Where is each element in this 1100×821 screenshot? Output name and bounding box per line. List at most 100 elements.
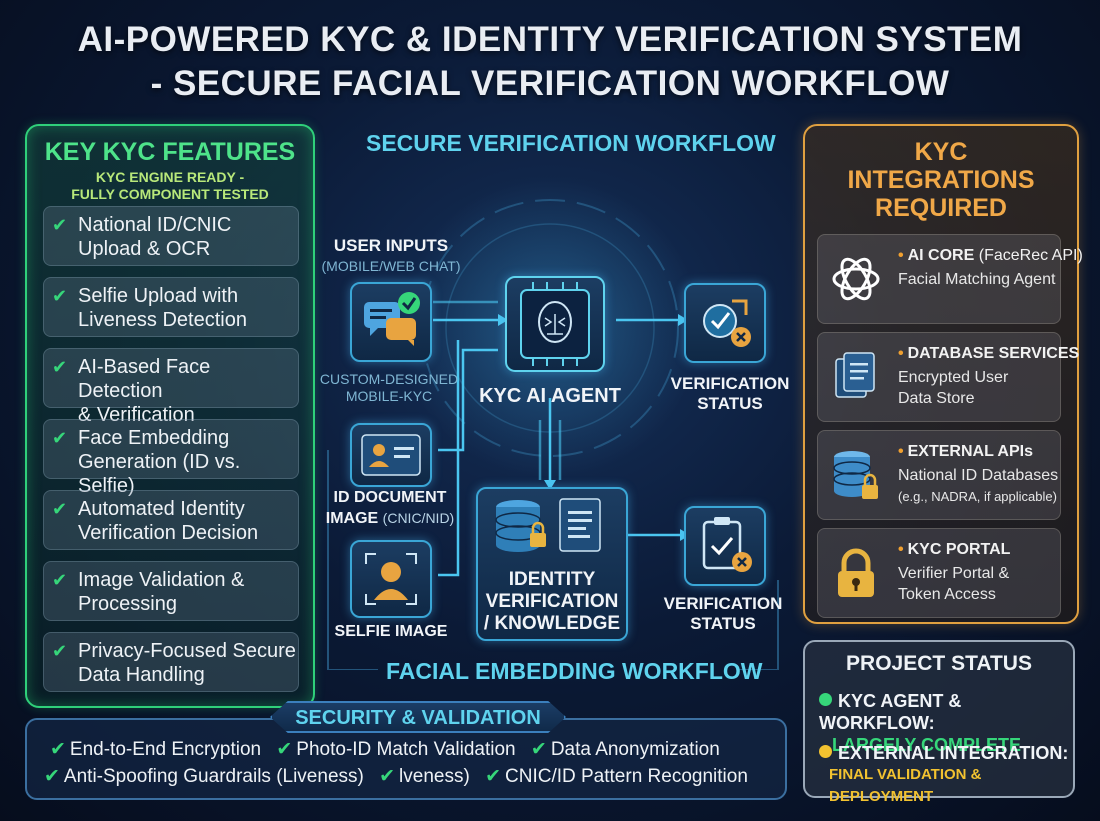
- integration-kyc-portal: •KYC PORTAL Verifier Portal & Token Acces…: [817, 528, 1061, 618]
- facial-embedding-title: FACIAL EMBEDDING WORKFLOW: [386, 658, 763, 684]
- id-label-sub: (CNIC/NID): [382, 510, 455, 526]
- feature-text: Privacy-Focused Secure: [78, 640, 296, 662]
- bullet-dot: •: [898, 443, 904, 460]
- feature-text: Upload & OCR: [78, 238, 211, 260]
- id-card-icon: [361, 434, 421, 476]
- feature-text: Verification Decision: [78, 522, 259, 544]
- bullet-dot: •: [898, 247, 904, 264]
- project-status-heading: PROJECT STATUS: [846, 652, 1032, 675]
- feature-text: & Verification: [78, 404, 195, 426]
- integration-paren: (FaceRec API): [978, 247, 1083, 264]
- id-document-box: [350, 423, 432, 487]
- status-label-line: STATUS: [690, 614, 756, 633]
- id-label-line: ID DOCUMENT: [333, 489, 447, 506]
- identity-label-line: VERIFICATION: [485, 591, 619, 612]
- verified-check-icon: [703, 299, 751, 347]
- feature-text: Automated Identity: [78, 498, 245, 520]
- chat-input-box: [350, 282, 432, 362]
- integration-desc-line: Token Access: [898, 586, 996, 603]
- integration-desc: Facial Matching Agent: [898, 271, 1056, 288]
- integration-external-apis: •EXTERNAL APIs National ID Databases(e.g…: [817, 430, 1061, 520]
- user-inputs-label: USER INPUTS: [333, 236, 449, 255]
- status-label-line: VERIFICATION: [663, 594, 783, 613]
- status-row-complete: KYC AGENT & WORKFLOW: LARGELY COMPLETE: [819, 690, 1073, 756]
- integrations-panel: KYC INTEGRATIONS REQUIRED •AI CORE (Face…: [803, 124, 1083, 624]
- security-row-2: ✔Anti-Spoofing Guardrails (Liveness) ✔lv…: [34, 765, 748, 788]
- yellow-status-dot: [819, 745, 832, 758]
- security-validation-heading: SECURITY & VALIDATION: [270, 701, 566, 733]
- feature-item: ✔Image Validation &Processing: [43, 561, 299, 621]
- arrow-agent-to-identity-side: [538, 420, 562, 480]
- documents-icon: [835, 352, 875, 398]
- status-row-value: FINAL VALIDATION & DEPLOYMENT: [829, 766, 982, 805]
- feature-text: AI-Based Face Detection: [78, 356, 211, 402]
- security-item: Data Anonymization: [550, 739, 720, 760]
- status-row-label: EXTERNAL INTEGRATION:: [838, 743, 1069, 763]
- padlock-icon: [838, 548, 874, 597]
- integrations-heading-line: INTEGRATIONS: [847, 166, 1035, 194]
- check-icon: ✔: [52, 570, 68, 591]
- check-icon: ✔: [50, 739, 66, 760]
- title-line-1: AI-POWERED KYC & IDENTITY VERIFICATION S…: [77, 20, 1023, 59]
- bullet-dot: •: [898, 541, 904, 558]
- features-heading: KEY KYC FEATURES: [44, 138, 296, 166]
- features-sub-line-1: KYC ENGINE READY -: [95, 169, 245, 185]
- status-row-value: LARGELY COMPLETE: [832, 735, 1022, 755]
- check-icon: ✔: [485, 766, 501, 787]
- security-item: Photo-ID Match Validation: [296, 739, 516, 760]
- database-document-icon: [495, 498, 601, 552]
- feature-text: Data Handling: [78, 664, 205, 686]
- security-row-1: ✔End-to-End Encryption ✔Photo-ID Match V…: [40, 738, 720, 761]
- integration-desc-line: Data Store: [898, 390, 975, 407]
- arrow-selfie-to-agent: [438, 340, 460, 577]
- integration-name: DATABASE SERVICES: [907, 345, 1080, 362]
- id-document-label: ID DOCUMENT IMAGE (CNIC/NID): [322, 488, 458, 529]
- openai-icon: [832, 257, 880, 301]
- check-icon: ✔: [44, 766, 60, 787]
- integration-desc: National ID Databases(e.g., NADRA, if ap…: [898, 465, 1058, 507]
- integration-name: KYC PORTAL: [907, 541, 1011, 558]
- check-icon: ✔: [530, 739, 547, 760]
- selfie-person-icon: [365, 553, 417, 605]
- security-item: Anti-Spoofing Guardrails (Liveness): [63, 766, 364, 787]
- project-status-panel: PROJECT STATUS KYC AGENT & WORKFLOW: LAR…: [803, 640, 1075, 805]
- arrow-head: [544, 480, 556, 490]
- integration-name: AI CORE: [907, 247, 975, 264]
- secure-workflow-title: SECURE VERIFICATION WORKFLOW: [366, 130, 776, 156]
- feature-text: Image Validation &: [78, 569, 245, 591]
- feature-text: Liveness Detection: [78, 309, 247, 331]
- arrow-id-to-agent: [438, 348, 498, 452]
- custom-label-line: MOBILE-KYC: [345, 388, 433, 404]
- verification-status-box-2: [684, 506, 766, 586]
- check-icon: ✔: [52, 428, 68, 449]
- verification-status-box-1: [684, 283, 766, 363]
- kyc-ai-agent-label: KYC AI AGENT: [479, 385, 621, 407]
- arrow-head: [498, 314, 508, 326]
- main-title: AI-POWERED KYC & IDENTITY VERIFICATION S…: [0, 18, 1100, 106]
- integration-desc-line: Verifier Portal &: [898, 565, 1010, 582]
- frame-line: [327, 450, 779, 670]
- security-item: End-to-End Encryption: [69, 739, 262, 760]
- status-label-line: VERIFICATION: [670, 374, 790, 393]
- integration-ai-core: •AI CORE (FaceRec API) Facial Matching A…: [817, 234, 1083, 324]
- verification-status-label-1: VERIFICATION STATUS: [668, 374, 792, 414]
- verification-status-label-2: VERIFICATION STATUS: [660, 594, 786, 634]
- integration-desc-small: (e.g., NADRA, if applicable): [898, 489, 1057, 504]
- face-scan-chip-icon: [520, 282, 590, 366]
- identity-verification-label: IDENTITY VERIFICATION / KNOWLEDGE: [478, 569, 626, 635]
- identity-label-line: / KNOWLEDGE: [483, 613, 621, 634]
- chat-bubble-icon: [364, 292, 420, 346]
- check-icon: ✔: [52, 286, 68, 307]
- feature-text: Selfie Upload with: [78, 285, 239, 307]
- bullet-dot: •: [898, 345, 904, 362]
- feature-text: National ID/CNIC: [78, 214, 232, 236]
- identity-label-line: IDENTITY: [508, 569, 596, 590]
- arrow-heads: [498, 314, 690, 541]
- integrations-heading-line: KYC: [914, 138, 968, 166]
- features-subheading: KYC ENGINE READY - FULLY COMPONENT TESTE…: [27, 169, 313, 203]
- security-item: CNIC/ID Pattern Recognition: [505, 766, 748, 787]
